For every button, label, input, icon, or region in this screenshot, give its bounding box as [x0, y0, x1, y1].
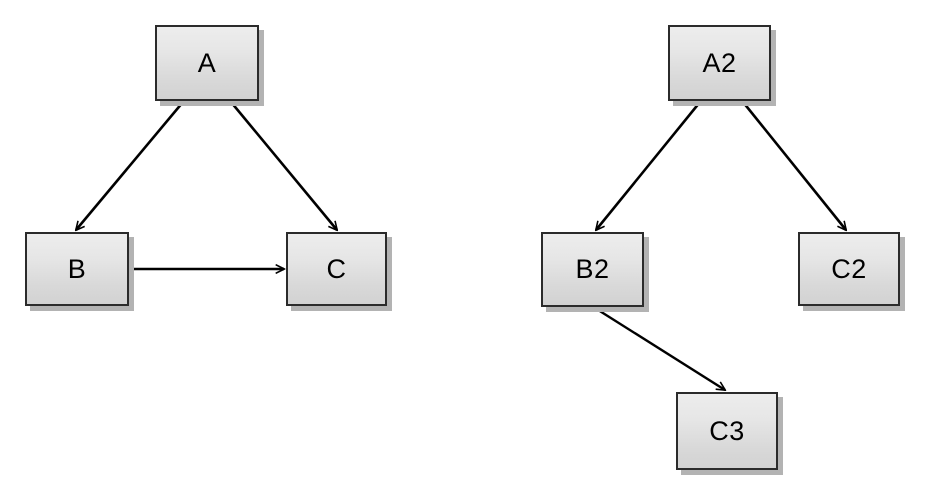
node-c2-label: C2 [831, 253, 867, 284]
node-a-label: A [197, 47, 217, 78]
edge-a-to-c [229, 101, 337, 230]
node-b-label: B [67, 253, 87, 284]
edge-b2-to-c3 [594, 306, 725, 390]
edge-a2-to-b2 [596, 101, 702, 230]
node-c2[interactable]: C2 [798, 232, 900, 306]
node-c[interactable]: C [286, 232, 387, 306]
node-a2[interactable]: A2 [668, 25, 771, 101]
node-c3-label: C3 [709, 415, 745, 446]
node-b[interactable]: B [25, 232, 129, 306]
node-a2-label: A2 [702, 47, 737, 78]
node-c3[interactable]: C3 [676, 392, 778, 470]
node-b2[interactable]: B2 [541, 232, 644, 307]
node-a[interactable]: A [155, 25, 259, 101]
edge-a2-to-c2 [741, 101, 846, 230]
node-c-label: C [326, 253, 347, 284]
node-b2-label: B2 [575, 254, 610, 284]
edge-a-to-b [76, 101, 184, 230]
